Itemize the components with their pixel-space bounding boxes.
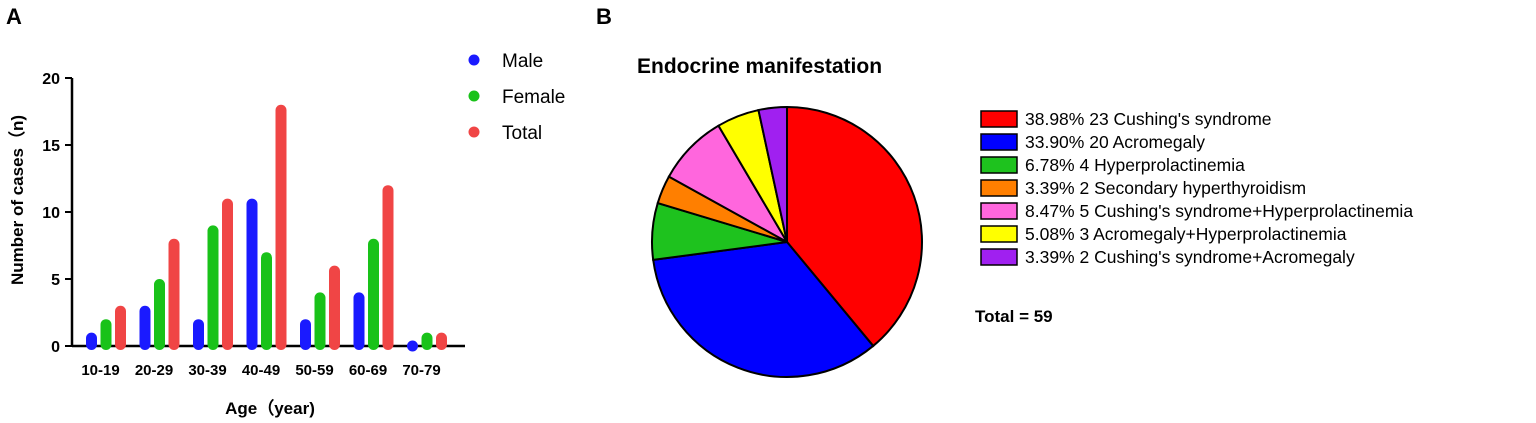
- legend-marker-male: [468, 54, 480, 66]
- legend-label-male: Male: [502, 51, 543, 72]
- pie-legend-label: 3.39% 2 Secondary hyperthyroidism: [1025, 178, 1306, 198]
- legend-marker-total: [468, 126, 480, 138]
- bar-female: [421, 332, 433, 350]
- bar-female: [314, 292, 326, 350]
- bar-total: [382, 185, 394, 350]
- pie-legend-label: 38.98% 23 Cushing's syndrome: [1025, 109, 1272, 129]
- y-tick-label: 10: [42, 205, 60, 222]
- pie-legend-label: 3.39% 2 Cushing's syndrome+Acromegaly: [1025, 247, 1355, 267]
- pie-legend-swatch: [980, 202, 1018, 220]
- pie-slice-6: [757, 105, 788, 243]
- pie-legend-swatch: [980, 225, 1018, 243]
- bar-male: [300, 319, 311, 350]
- bar-total: [222, 198, 233, 350]
- y-ticks: 0 5 10 15 20: [42, 71, 72, 356]
- legend-label-total: Total: [502, 123, 542, 144]
- pie-title: Endocrine manifestation: [637, 55, 882, 78]
- y-tick-label: 0: [51, 339, 60, 356]
- pie-legend-label: 33.90% 20 Acromegaly: [1025, 132, 1205, 152]
- bars: [86, 104, 447, 352]
- x-tick-label: 40-49: [242, 362, 280, 379]
- y-tick-label: 15: [42, 138, 60, 155]
- x-axis-label: Age（year): [225, 398, 315, 418]
- bar-female: [154, 279, 165, 350]
- x-tick-label: 30-39: [188, 362, 226, 379]
- pie-legend-swatch: [980, 133, 1018, 151]
- x-ticks: 10-19 20-29 30-39 40-49 50-59 60-69 70-79: [81, 362, 440, 379]
- bar-male: [139, 305, 151, 350]
- bar-total: [275, 104, 287, 350]
- pie-legend-label: 5.08% 3 Acromegaly+Hyperprolactinemia: [1025, 224, 1347, 244]
- pie: [651, 105, 923, 378]
- x-tick-label: 70-79: [402, 362, 440, 379]
- bar-male: [407, 340, 418, 352]
- bar-female: [368, 238, 379, 350]
- bar-female: [100, 319, 112, 350]
- bar-total: [168, 238, 180, 350]
- bar-female: [207, 225, 219, 350]
- bar-total: [436, 332, 447, 350]
- pie-legend-swatch: [980, 156, 1018, 174]
- bar-male: [353, 292, 365, 350]
- legend-label-female: Female: [502, 87, 565, 108]
- pie-legend-swatch: [980, 179, 1018, 197]
- x-tick-label: 10-19: [81, 362, 119, 379]
- pie-slice-0: [786, 105, 923, 348]
- bar-chart-panel: A 0 5 10 15 20 10-19 20-29 30-39 40-49 50-59 60-6…: [6, 4, 565, 418]
- pie-slice-1: [652, 240, 875, 378]
- pie-legend: 38.98% 23 Cushing's syndrome 33.90% 20 Ac…: [980, 109, 1413, 267]
- x-tick-label: 50-59: [295, 362, 333, 379]
- y-tick-label: 5: [51, 272, 60, 289]
- bar-male: [86, 332, 97, 350]
- panel-label-b: B: [596, 4, 612, 29]
- pie-chart-panel: B Endocrine manifestation 38.98% 23 Cush…: [596, 4, 1413, 378]
- pie-total: Total = 59: [975, 307, 1053, 326]
- pie-legend-swatch: [980, 248, 1018, 266]
- pie-legend-swatch: [980, 110, 1018, 128]
- bar-female: [261, 252, 272, 350]
- y-tick-label: 20: [42, 71, 60, 88]
- bar-male: [193, 319, 204, 350]
- panel-label-a: A: [6, 4, 22, 29]
- pie-legend-label: 6.78% 4 Hyperprolactinemia: [1025, 155, 1245, 175]
- bar-total: [329, 265, 340, 350]
- x-tick-label: 20-29: [135, 362, 173, 379]
- x-tick-label: 60-69: [349, 362, 387, 379]
- bar-male: [246, 198, 258, 350]
- pie-legend-label: 8.47% 5 Cushing's syndrome+Hyperprolacti…: [1025, 201, 1413, 221]
- legend-marker-female: [468, 90, 480, 102]
- bar-total: [115, 305, 126, 350]
- y-axis-label: Number of cases（n): [7, 115, 27, 285]
